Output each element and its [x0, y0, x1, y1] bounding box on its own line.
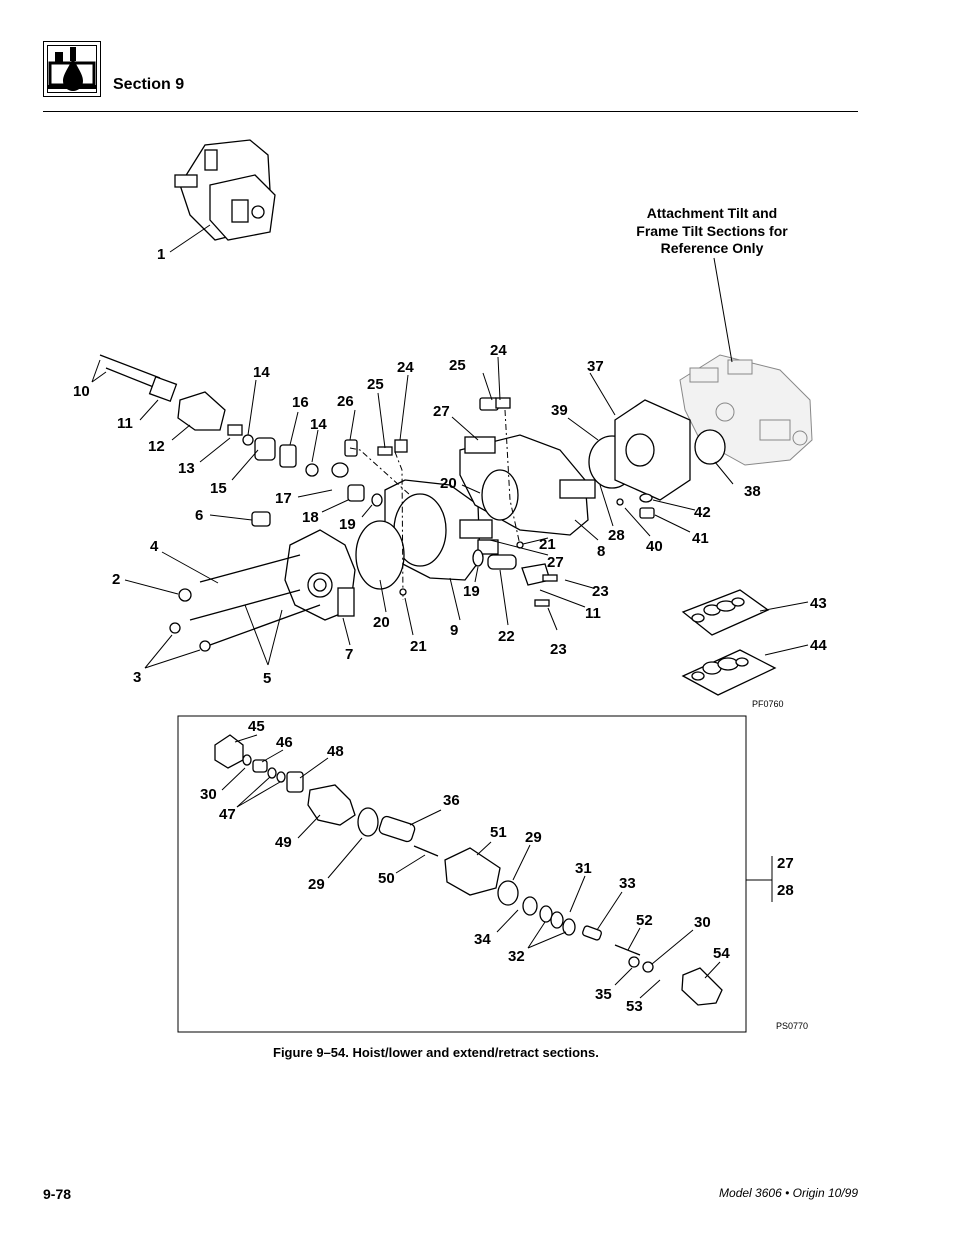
header-divider [43, 111, 858, 112]
svg-text:14: 14 [253, 364, 270, 381]
page-number: 9-78 [43, 1186, 72, 1202]
svg-text:16: 16 [292, 394, 309, 411]
svg-text:4: 4 [150, 538, 159, 555]
section-icon [43, 41, 101, 97]
svg-text:26: 26 [337, 393, 354, 410]
svg-text:32: 32 [508, 948, 525, 965]
svg-text:17: 17 [275, 490, 292, 507]
svg-text:35: 35 [595, 986, 612, 1003]
hydraulic-drop-icon [48, 47, 96, 91]
valve-assembly-illustration [174, 139, 276, 241]
svg-text:44: 44 [810, 637, 827, 654]
svg-text:31: 31 [575, 860, 592, 877]
svg-text:20: 20 [373, 614, 390, 631]
svg-text:53: 53 [626, 998, 643, 1015]
svg-text:23: 23 [550, 641, 567, 658]
svg-text:5: 5 [263, 670, 271, 687]
svg-text:29: 29 [308, 876, 325, 893]
svg-text:30: 30 [694, 914, 711, 931]
svg-text:11: 11 [585, 605, 601, 622]
reference-note-line-1: Attachment Tilt and [647, 205, 777, 221]
svg-text:29: 29 [525, 829, 542, 846]
svg-text:3: 3 [133, 669, 141, 686]
svg-text:15: 15 [210, 480, 227, 497]
svg-text:39: 39 [551, 402, 568, 419]
svg-text:8: 8 [597, 543, 605, 560]
svg-text:10: 10 [73, 383, 90, 400]
bracket-label-27: 27 [777, 855, 794, 872]
svg-text:11: 11 [117, 415, 133, 432]
svg-text:6: 6 [195, 507, 203, 524]
svg-text:9: 9 [450, 622, 458, 639]
svg-text:45: 45 [248, 718, 265, 735]
seal-kit-44 [681, 649, 777, 696]
seal-kit-43 [681, 589, 770, 636]
svg-text:34: 34 [474, 931, 491, 948]
svg-text:25: 25 [367, 376, 384, 393]
svg-text:1: 1 [157, 246, 165, 263]
svg-text:12: 12 [148, 438, 165, 455]
svg-text:24: 24 [490, 342, 507, 359]
upper-drawing-code: PF0760 [752, 699, 784, 709]
svg-text:33: 33 [619, 875, 636, 892]
svg-text:21: 21 [539, 536, 556, 553]
svg-text:19: 19 [339, 516, 356, 533]
svg-text:37: 37 [587, 358, 604, 375]
figure-caption: Figure 9–54. Hoist/lower and extend/retr… [273, 1045, 599, 1060]
svg-text:2: 2 [112, 571, 120, 588]
svg-text:21: 21 [410, 638, 427, 655]
reference-note-line-2: Frame Tilt Sections for [636, 223, 788, 239]
svg-text:19: 19 [463, 583, 480, 600]
svg-text:18: 18 [302, 509, 319, 526]
svg-text:25: 25 [449, 357, 466, 374]
svg-text:48: 48 [327, 743, 344, 760]
svg-text:7: 7 [345, 646, 353, 663]
svg-text:43: 43 [810, 595, 827, 612]
svg-text:24: 24 [397, 359, 414, 376]
reference-note-line-3: Reference Only [661, 240, 764, 256]
svg-text:13: 13 [178, 460, 195, 477]
svg-text:46: 46 [276, 734, 293, 751]
svg-text:51: 51 [490, 824, 507, 841]
svg-text:30: 30 [200, 786, 217, 803]
lower-drawing-code: PS0770 [776, 1021, 808, 1031]
section-title: Section 9 [113, 76, 185, 93]
svg-text:50: 50 [378, 870, 395, 887]
svg-text:27: 27 [433, 403, 450, 420]
svg-text:40: 40 [646, 538, 663, 555]
svg-text:20: 20 [440, 475, 457, 492]
svg-text:47: 47 [219, 806, 236, 823]
svg-text:38: 38 [744, 483, 761, 500]
bracket-label-28: 28 [777, 882, 794, 899]
svg-text:14: 14 [310, 416, 327, 433]
svg-text:42: 42 [694, 504, 711, 521]
svg-text:23: 23 [592, 583, 609, 600]
svg-text:22: 22 [498, 628, 515, 645]
svg-text:41: 41 [692, 530, 709, 547]
svg-text:52: 52 [636, 912, 653, 929]
svg-text:28: 28 [608, 527, 625, 544]
svg-text:49: 49 [275, 834, 292, 851]
svg-text:54: 54 [713, 945, 730, 962]
svg-text:27: 27 [547, 554, 564, 571]
spool-detail-box [177, 715, 747, 1033]
svg-text:36: 36 [443, 792, 460, 809]
model-origin: Model 3606 • Origin 10/99 [719, 1186, 858, 1200]
